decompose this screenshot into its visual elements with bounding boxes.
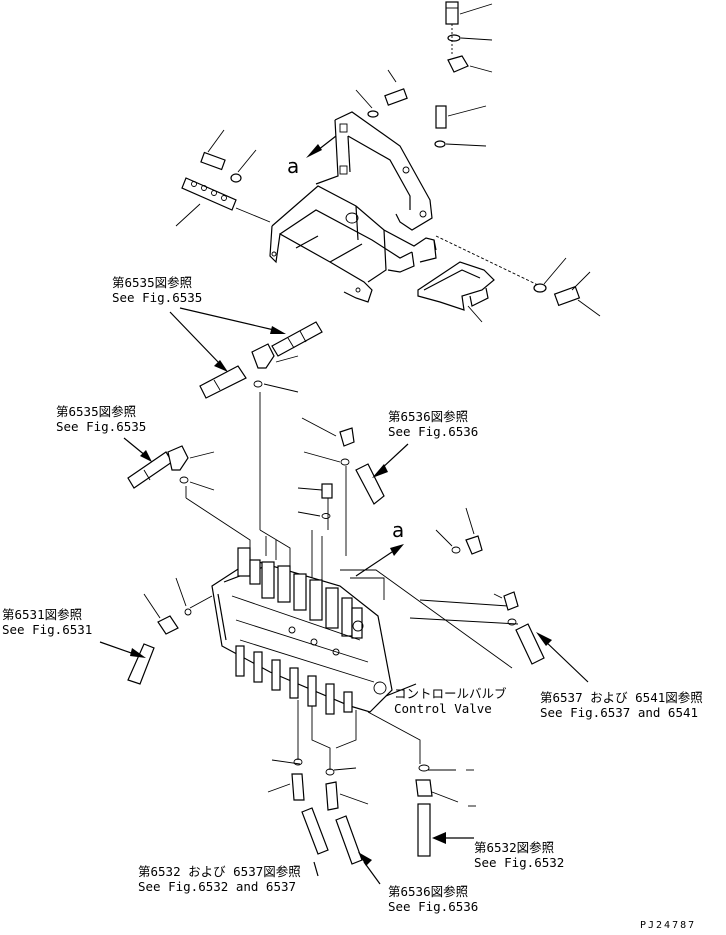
- drawing-code: PJ24787: [640, 920, 697, 931]
- washer-top: [447, 34, 461, 42]
- hose-fitting-c: [127, 451, 173, 489]
- ref-6536-lower[interactable]: 第6536図参照 See Fig.6536: [388, 884, 478, 914]
- fittings-lower: [267, 758, 476, 885]
- nut-plate: [181, 177, 237, 211]
- fitting-lower-a: [291, 773, 305, 801]
- hose-fitting-b: [199, 365, 247, 399]
- hose-lower-c: [417, 803, 431, 857]
- bolt-top: [445, 1, 459, 25]
- ref-6536-upper[interactable]: 第6536図参照 See Fig.6536: [388, 409, 478, 439]
- ref-6531[interactable]: 第6531図参照 See Fig.6531: [2, 607, 92, 637]
- washer-bracket: [533, 283, 547, 293]
- ref-6535-upper-en: See Fig.6535: [112, 290, 203, 305]
- ref-6531-jp: 第6531図参照: [2, 607, 83, 622]
- elbow-mid: [339, 427, 355, 447]
- ref-6537-6541-en: See Fig.6537 and 6541: [540, 705, 699, 720]
- fitting-lower-b: [325, 781, 339, 811]
- bolt-mid: [384, 88, 408, 106]
- washer-mid: [367, 110, 379, 118]
- bolt-left: [200, 151, 226, 171]
- ref-6536-lower-jp: 第6536図参照: [388, 884, 469, 899]
- ref-6535-left-jp: 第6535図参照: [56, 404, 137, 419]
- fitting-6537-a: [503, 591, 519, 611]
- bolt-right: [435, 105, 447, 129]
- ref-6537-6541[interactable]: 第6537 および 6541図参照 See Fig.6537 and 6541: [540, 690, 703, 720]
- ref-6536-upper-en: See Fig.6536: [388, 424, 479, 439]
- control-valve: [211, 547, 417, 715]
- elbow-left: [167, 445, 189, 471]
- ref-6531-en: See Fig.6531: [2, 622, 93, 637]
- ref-6532-6537[interactable]: 第6532 および 6537図参照 See Fig.6532 and 6537: [138, 864, 301, 894]
- control-valve-en: Control Valve: [394, 701, 492, 716]
- bolt-bracket: [553, 285, 581, 307]
- bracket-plate-back: [334, 111, 433, 231]
- ref-6536-lower-en: See Fig.6536: [388, 899, 479, 914]
- plug-b: [465, 535, 483, 555]
- hydraulic-lines: [185, 392, 519, 770]
- plug-a: [321, 483, 333, 499]
- letter-a-top: a: [287, 154, 300, 178]
- elbow-upper: [251, 343, 275, 369]
- hose-6537: [515, 623, 545, 665]
- ref-6536-upper-jp: 第6536図参照: [388, 409, 469, 424]
- washer-right: [434, 140, 446, 148]
- bracket-small: [417, 261, 495, 311]
- ref-6532-en: See Fig.6532: [474, 855, 565, 870]
- clip-top: [447, 55, 469, 73]
- control-valve-jp: コントロールバルブ: [394, 686, 507, 701]
- fitting-lower-c: [415, 779, 433, 797]
- ref-6535-left-en: See Fig.6535: [56, 419, 147, 434]
- hose-lower-b: [335, 815, 363, 865]
- fittings-side: [99, 577, 589, 685]
- fitting-6531-a: [157, 615, 179, 635]
- ref-6532[interactable]: 第6532図参照 See Fig.6532: [474, 840, 564, 870]
- label-control-valve: コントロールバルブ Control Valve: [394, 686, 507, 716]
- washer-left: [230, 173, 242, 183]
- ref-6532-6537-jp: 第6532 および 6537図参照: [138, 864, 301, 879]
- hose-lower-a: [301, 807, 329, 855]
- hose-fitting-d: [355, 463, 385, 505]
- bracket-assembly: [175, 1, 601, 323]
- fittings-upper: [123, 307, 483, 577]
- ref-6532-6537-en: See Fig.6532 and 6537: [138, 879, 297, 894]
- ref-6537-6541-jp: 第6537 および 6541図参照: [540, 690, 703, 705]
- ref-6535-upper-jp: 第6535図参照: [112, 275, 193, 290]
- letter-a-mid: a: [392, 518, 405, 542]
- ref-6532-jp: 第6532図参照: [474, 840, 555, 855]
- ref-6535-upper[interactable]: 第6535図参照 See Fig.6535: [112, 275, 202, 305]
- hose-fitting-a: [271, 321, 323, 357]
- ref-6535-left[interactable]: 第6535図参照 See Fig.6535: [56, 404, 146, 434]
